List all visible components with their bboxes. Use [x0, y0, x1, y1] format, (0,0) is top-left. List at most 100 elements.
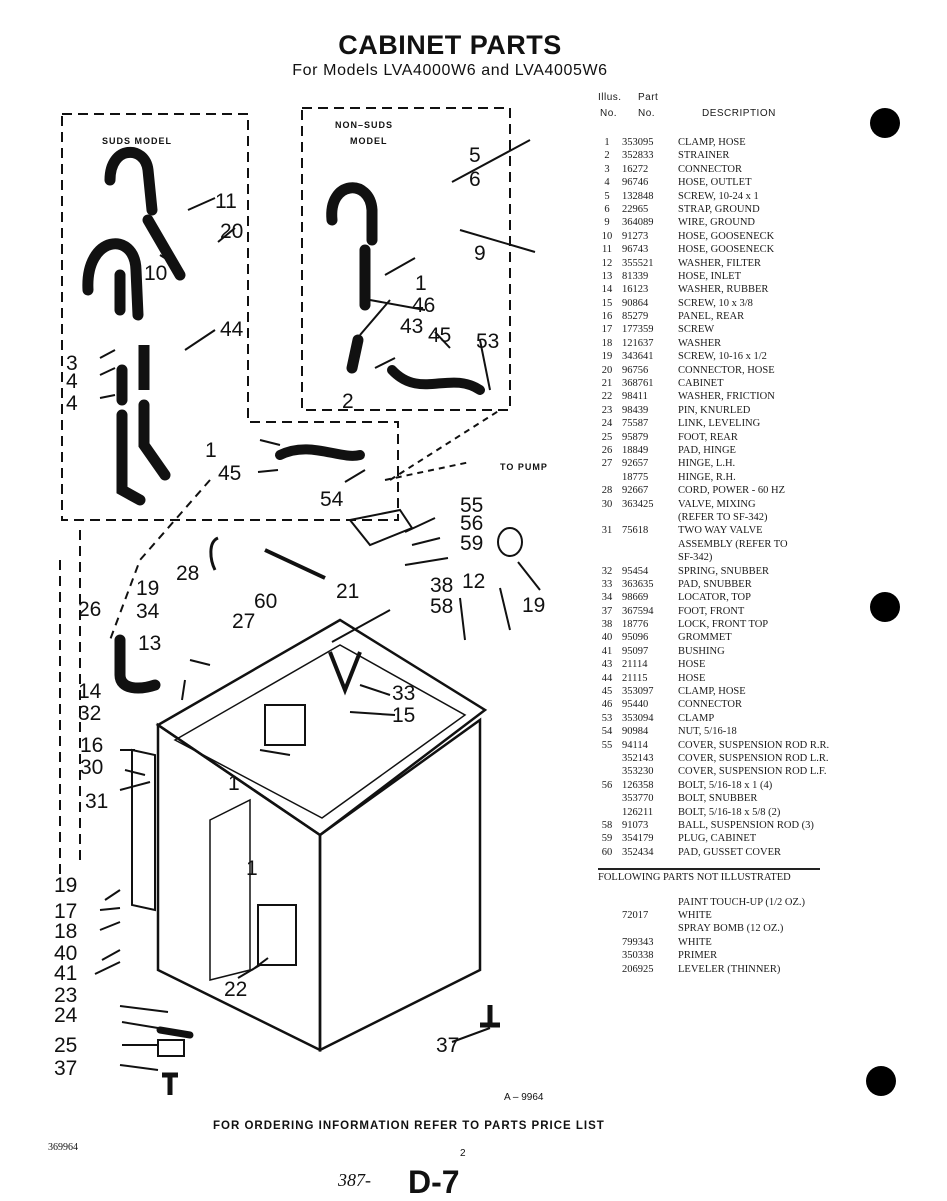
callout-45-suds: 54: [320, 488, 344, 511]
cell-part: 90984: [622, 726, 649, 738]
cell-part: 353094: [622, 712, 654, 724]
cell-part: 126358: [622, 779, 654, 791]
cell-no: 31: [601, 525, 613, 537]
cell-part: 95879: [622, 431, 649, 443]
cell-desc: STRAP, GROUND: [678, 203, 760, 215]
cell-desc: HOSE: [678, 659, 706, 671]
binder-hole-bottom: [866, 1066, 896, 1096]
cell-no: 21: [601, 378, 613, 390]
cell-part: 206925: [622, 963, 654, 975]
cell-part: 354179: [622, 833, 654, 845]
cell-part: 132848: [622, 190, 654, 202]
cell-part: 21114: [622, 659, 648, 671]
callout-24: 25: [54, 1034, 77, 1057]
cell-desc: WASHER, FRICTION: [678, 391, 775, 403]
cell-no: 58: [601, 819, 613, 831]
cell-no: 12: [601, 257, 613, 269]
cell-part: 94114: [622, 739, 648, 751]
cell-desc: GROMMET: [678, 632, 732, 644]
cell-part: 355521: [622, 257, 654, 269]
callout-11: 11: [215, 190, 237, 213]
cell-part: 95096: [622, 632, 649, 644]
cell-part: 98439: [622, 404, 649, 416]
cell-no: 46: [601, 699, 613, 711]
cell-desc: HOSE: [678, 672, 706, 684]
callout-4-left: 4: [66, 392, 78, 415]
cell-desc: SCREW, 10-24 x 1: [678, 190, 759, 202]
cell-desc: BALL, SUSPENSION ROD (3): [678, 819, 814, 831]
cell-desc: BOLT, SNUBBER: [678, 793, 758, 805]
callout-22: 23: [54, 984, 77, 1007]
cell-desc: CORD, POWER - 60 HZ: [678, 485, 786, 497]
callout-40: 41: [54, 962, 77, 985]
callout-44: 1: [205, 439, 217, 462]
callout-46: 43: [400, 315, 423, 338]
cell-desc: PIN, KNURLED: [678, 404, 751, 416]
cell-desc: ASSEMBLY (REFER TO: [678, 538, 788, 550]
cell-part: 22965: [622, 203, 649, 215]
cell-part: 799343: [622, 936, 654, 948]
cell-part: 126211: [622, 806, 654, 818]
cell-part: 350338: [622, 950, 654, 962]
cell-no: 28: [601, 485, 613, 497]
callout-34: 58: [430, 595, 453, 618]
callout-21: 38: [430, 574, 453, 597]
cell-desc: BOLT, 5/16-18 x 5/8 (2): [678, 806, 781, 818]
suds-model-boundary: [61, 113, 399, 521]
cabinet-front: [318, 717, 482, 1053]
callout-31: 1: [246, 857, 258, 880]
callout-37: 37: [436, 1034, 460, 1057]
cell-part: 95440: [622, 699, 649, 711]
callout-10: 10: [144, 262, 167, 285]
cell-desc: WASHER, RUBBER: [678, 284, 769, 296]
table-row: (REFER TO SF-342): [598, 511, 820, 524]
header-part: Part: [638, 92, 659, 103]
cell-desc: WHITE: [678, 909, 712, 921]
cell-desc: PANEL, REAR: [678, 311, 745, 323]
ordering-info: FOR ORDERING INFORMATION REFER TO PARTS …: [213, 1120, 605, 1132]
cell-desc: PRIMER: [678, 950, 718, 962]
cell-no: 19: [601, 351, 613, 363]
callout-38: 12: [462, 570, 485, 593]
cell-no: 9: [604, 217, 610, 229]
cell-no: 20: [601, 364, 613, 376]
callout-33: 15: [392, 704, 415, 727]
cell-desc: PAD, GUSSET COVER: [678, 846, 781, 858]
cell-part: 343641: [622, 351, 654, 363]
callout-27: 13: [138, 632, 161, 655]
cell-desc: SCREW, 10 x 3/8: [678, 297, 753, 309]
cell-no: 25: [601, 431, 613, 443]
header-description: DESCRIPTION: [702, 108, 776, 119]
callout-45-nonsuds: 53: [476, 330, 499, 353]
callout-30: 1: [228, 772, 240, 795]
cell-part: 72017: [622, 909, 649, 921]
cell-part: 92657: [622, 458, 649, 470]
cell-desc: CABINET: [678, 378, 724, 390]
cell-no: 2: [604, 150, 610, 162]
cell-desc: PLUG, CABINET: [678, 833, 757, 845]
header-part-no: No.: [638, 108, 656, 119]
page-code: D-7: [408, 1164, 460, 1200]
cell-part: 98411: [622, 391, 648, 403]
callout-55: 56: [460, 512, 483, 535]
callout-19-a: 34: [136, 600, 160, 623]
cell-desc: NUT, 5/16-18: [678, 726, 737, 738]
cell-no: 10: [601, 230, 613, 242]
cell-part: 352434: [622, 846, 654, 858]
cell-desc: TWO WAY VALVE: [678, 525, 763, 537]
